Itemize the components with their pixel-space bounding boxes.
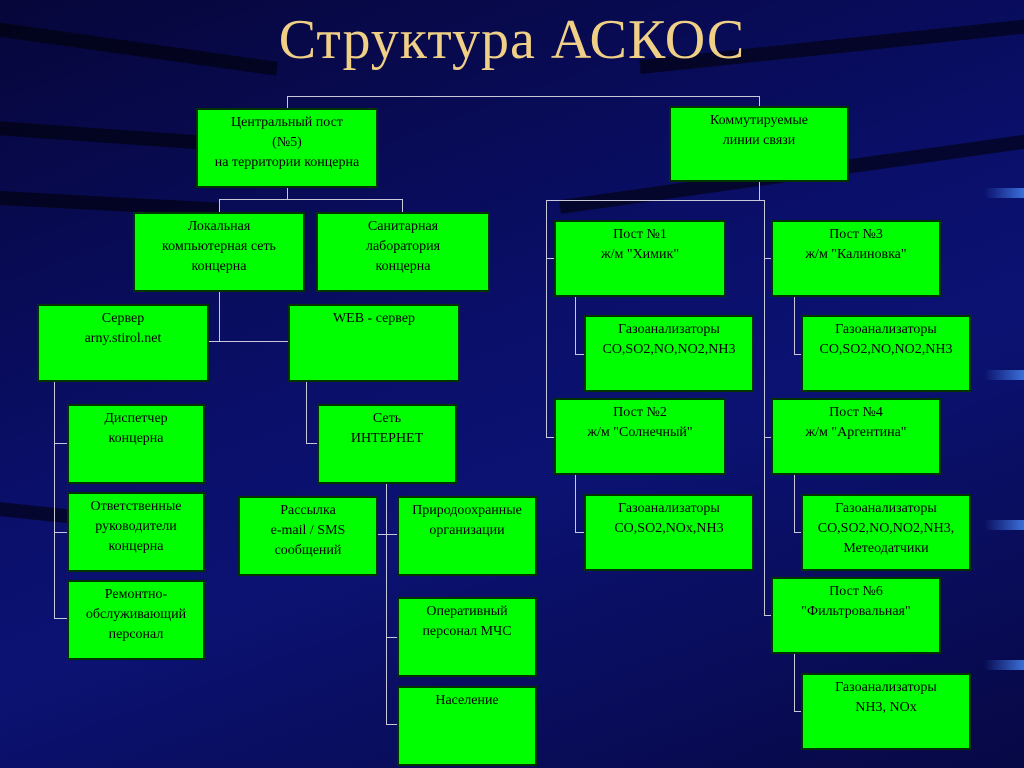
connector-line [402,199,403,213]
page-title: Структура АСКОС [278,9,746,71]
post4-gas-analyzers-box: Газоанализаторы CO,SO2,NO,NO2,NH3, Метео… [801,494,971,571]
connector-line [794,711,802,712]
connector-line [794,532,802,533]
eco-organizations-box: Природоохранные организации [397,496,537,576]
switched-lines-box: Коммутируемые линии связи [669,106,849,182]
connector-line [794,354,802,355]
connector-line [546,258,554,259]
connector-line [764,200,765,615]
connector-line [764,258,772,259]
post1-box: Пост №1 ж/м "Химик" [554,220,726,297]
connector-line [575,532,585,533]
connector-line [287,96,288,110]
connector-line [219,291,220,341]
connector-line [575,354,585,355]
connector-line [759,96,760,108]
connector-line [377,534,397,535]
connector-line [54,443,68,444]
connector-line [546,200,547,437]
dispatcher-box: Диспетчер концерна [67,404,205,484]
post2-gas-analyzers-box: Газоанализаторы CO,SO2,NOx,NH3 [584,494,754,571]
internet-box: Сеть ИНТЕРНЕТ [317,404,457,484]
post6-box: Пост №6 "Фильтровальная" [771,577,941,654]
connector-line [386,637,398,638]
sanitary-lab-box: Санитарная лаборатория концерна [316,212,490,292]
server-box: Сервер arny.stirol.net [37,304,209,382]
post3-gas-analyzers-box: Газоанализаторы CO,SO2,NO,NO2,NH3 [801,315,971,392]
connector-line [546,200,764,201]
connector-line [306,443,318,444]
connector-line [54,618,68,619]
post2-box: Пост №2 ж/м "Солнечный" [554,398,726,475]
background-glow [984,520,1024,530]
connector-line [386,484,387,724]
background-glow [984,660,1024,670]
connector-line [794,653,795,711]
background-glow [984,370,1024,380]
connector-line [546,437,554,438]
connector-line [306,381,307,443]
local-network-box: Локальная компьютерная сеть концерна [133,212,305,292]
web-server-box: WEB - сервер [288,304,460,382]
mchs-staff-box: Оперативный персонал МЧС [397,597,537,677]
connector-line [794,296,795,354]
connector-line [764,437,772,438]
connector-line [54,381,55,618]
post4-box: Пост №4 ж/м "Аргентина" [771,398,941,475]
background-glow [984,188,1024,198]
connector-line [54,532,68,533]
post3-box: Пост №3 ж/м "Калиновка" [771,220,941,297]
connector-line [287,187,288,199]
connector-line [207,341,289,342]
managers-box: Ответственные руководители концерна [67,492,205,572]
connector-line [575,474,576,532]
post6-gas-analyzers-box: Газоанализаторы NH3, NOx [801,673,971,750]
connector-line [764,615,772,616]
repair-staff-box: Ремонтно- обслуживающий персонал [67,580,205,660]
connector-line [219,199,220,213]
connector-line [794,474,795,532]
population-box: Население [397,686,537,766]
connector-line [759,182,760,200]
post1-gas-analyzers-box: Газоанализаторы CO,SO2,NO,NO2,NH3 [584,315,754,392]
mailing-box: Рассылка e-mail / SMS сообщений [238,496,378,576]
connector-line [386,724,398,725]
connector-line [219,199,402,200]
central-post-box: Центральный пост (№5) на территории конц… [196,108,378,188]
connector-line [575,296,576,354]
connector-line [287,96,759,97]
